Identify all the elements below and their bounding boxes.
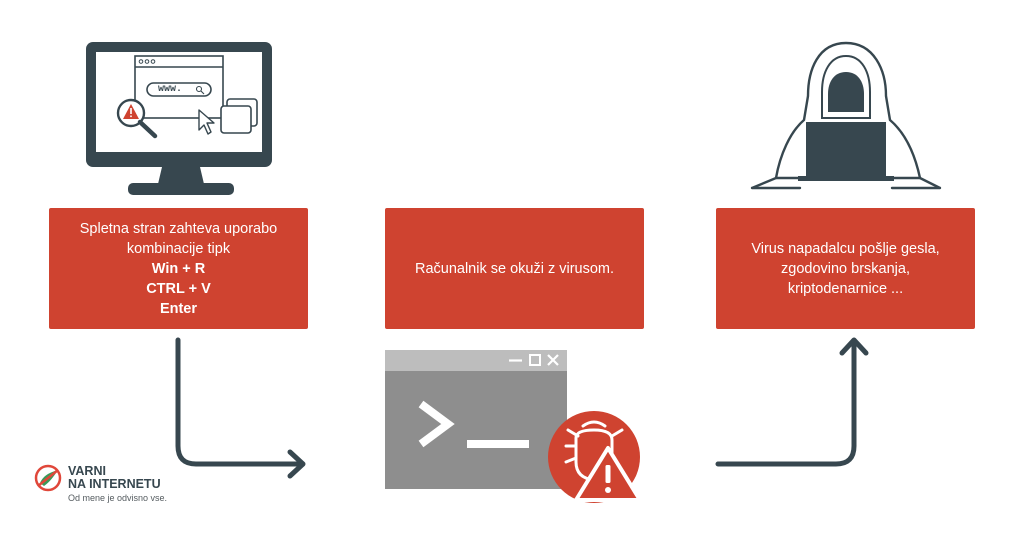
maximize-icon bbox=[529, 354, 541, 366]
step-1-key-3: Enter bbox=[159, 300, 198, 317]
logo-line-1: VARNI bbox=[68, 464, 106, 478]
step-1-box: Spletna stran zahteva uporabo kombinacij… bbox=[49, 208, 308, 329]
arrow-step2-to-step3 bbox=[715, 337, 869, 467]
step-3-line-1: Virus napadalcu pošlje gesla, bbox=[751, 240, 940, 257]
logo-tagline: Od mene je odvisno vse. bbox=[68, 493, 168, 503]
step-3-line-2: zgodovino brskanja, bbox=[781, 260, 910, 277]
step-1-key-1: Win + R bbox=[151, 260, 206, 277]
step-1-key-2: CTRL + V bbox=[146, 280, 211, 297]
step-1-line-1: Spletna stran zahteva uporabo bbox=[79, 220, 278, 237]
browser-window-icon bbox=[134, 55, 224, 119]
magnifier-warning-icon bbox=[116, 98, 158, 139]
step-3-line-3: kriptodenarnice ... bbox=[787, 280, 904, 297]
step-2-box: Računalnik se okuži z virusom. bbox=[385, 208, 644, 329]
step-3-box: Virus napadalcu pošlje gesla, zgodovino … bbox=[716, 208, 975, 329]
step-2-line-1: Računalnik se okuži z virusom. bbox=[414, 260, 615, 277]
arrow-step1-to-step2 bbox=[175, 337, 306, 479]
cursor-icon bbox=[198, 109, 215, 135]
window-copy-icon bbox=[220, 98, 258, 134]
logo-line-2: NA INTERNETU bbox=[68, 477, 161, 491]
close-icon bbox=[547, 354, 559, 366]
url-text: www. bbox=[158, 84, 183, 95]
step-1-line-2: kombinacije tipk bbox=[126, 240, 231, 257]
